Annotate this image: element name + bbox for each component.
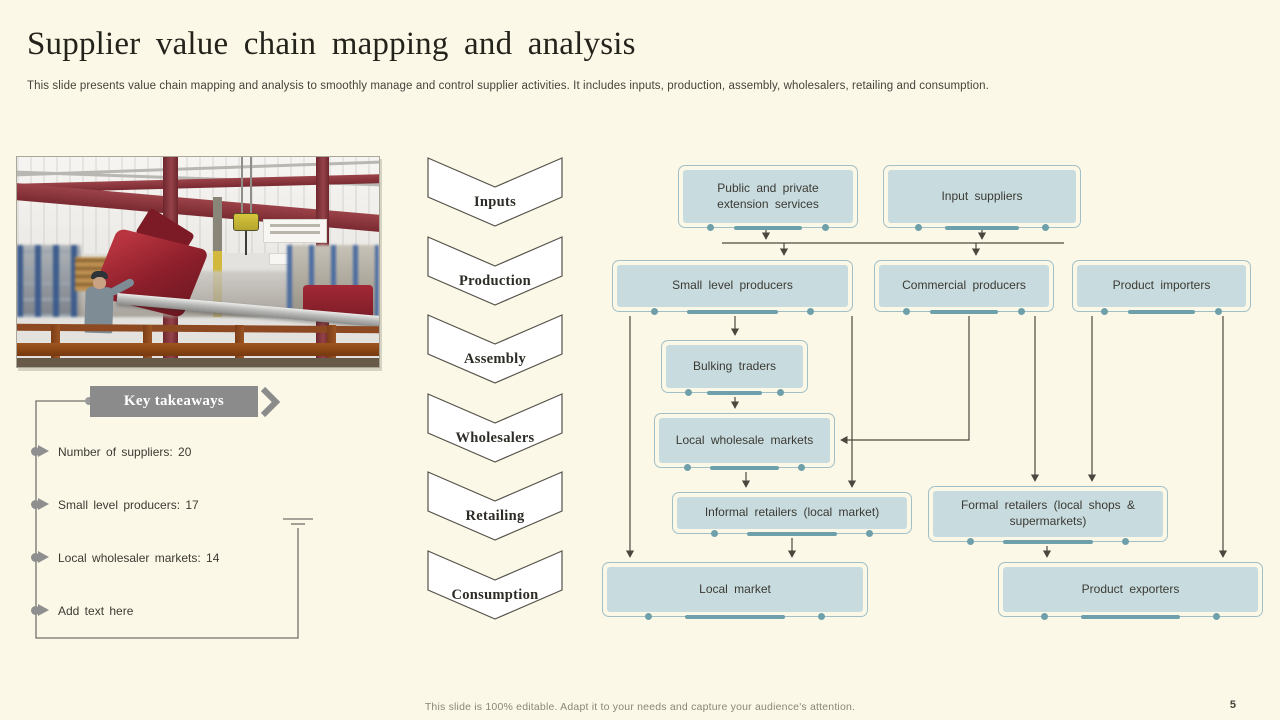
- chevron-shape: [427, 314, 563, 384]
- page-number: 5: [1229, 699, 1236, 711]
- chevron-shape: [427, 471, 563, 541]
- takeaway-item: Local wholesaler markets: 14: [58, 551, 220, 565]
- chevron-shape: [427, 236, 563, 306]
- bullet-arrow-icon: [31, 498, 55, 510]
- stage-label: Wholesalers: [455, 430, 535, 446]
- node-label: Product importers: [1112, 278, 1211, 293]
- stage-retailing: Retailing: [427, 471, 563, 541]
- node-local-wholesale-markets: Local wholesale markets: [654, 413, 835, 471]
- bullet-arrow-icon: [31, 551, 55, 563]
- takeaways-bracket-line: [35, 400, 313, 639]
- chevron-shape: [427, 550, 563, 620]
- node-label: Formal retailers (local shops & supermar…: [960, 498, 1136, 528]
- stage-label: Inputs: [473, 194, 517, 210]
- stage-inputs: Inputs: [427, 157, 563, 227]
- slide-subtitle: This slide presents value chain mapping …: [27, 80, 989, 92]
- stage-assembly: Assembly: [427, 314, 563, 384]
- stage-label: Production: [458, 273, 532, 289]
- stage-wholesalers: Wholesalers: [427, 393, 563, 463]
- node-label: Input suppliers: [941, 188, 1023, 203]
- photo-hoist: [233, 213, 259, 231]
- stage-label: Retailing: [465, 508, 525, 524]
- node-product-importers: Product importers: [1072, 260, 1251, 315]
- node-extension-services: Public and private extension services: [678, 165, 858, 231]
- bullet-arrow-icon: [31, 604, 55, 616]
- node-informal-retailers: Informal retailers (local market): [672, 492, 912, 537]
- node-label: Informal retailers (local market): [704, 505, 880, 520]
- node-label: Local wholesale markets: [675, 432, 814, 447]
- node-label: Commercial producers: [902, 278, 1026, 293]
- node-label: Bulking traders: [692, 358, 777, 373]
- photo-railing: [17, 343, 379, 356]
- chevron-shape: [427, 393, 563, 463]
- takeaway-item: Add text here: [58, 604, 134, 618]
- stage-label: Assembly: [463, 351, 526, 367]
- key-takeaways-banner: Key takeaways: [90, 386, 258, 417]
- footer-note: This slide is 100% editable. Adapt it to…: [424, 701, 856, 713]
- node-label: Local market: [699, 581, 771, 596]
- node-formal-retailers: Formal retailers (local shops & supermar…: [928, 486, 1168, 545]
- takeaway-item: Number of suppliers: 20: [58, 445, 192, 459]
- factory-photo: [16, 156, 380, 368]
- node-small-level-producers: Small level producers: [612, 260, 853, 315]
- node-label: Small level producers: [672, 278, 793, 293]
- photo-sign: [263, 219, 327, 243]
- page-title: Supplier value chain mapping and analysi…: [27, 26, 636, 62]
- bullet-arrow-icon: [31, 445, 55, 457]
- node-commercial-producers: Commercial producers: [874, 260, 1054, 315]
- node-product-exporters: Product exporters: [998, 562, 1263, 620]
- node-local-market: Local market: [602, 562, 868, 620]
- chevron-shape: [427, 157, 563, 227]
- node-label: Product exporters: [1081, 581, 1180, 596]
- node-input-suppliers: Input suppliers: [883, 165, 1081, 231]
- node-label: Public and private extension services: [717, 180, 819, 211]
- stage-production: Production: [427, 236, 563, 306]
- stage-label: Consumption: [451, 587, 539, 603]
- takeaway-item: Small level producers: 17: [58, 498, 199, 512]
- node-bulking-traders: Bulking traders: [661, 340, 808, 396]
- key-takeaways-heading: Key takeaways: [123, 393, 225, 409]
- chevron-right-icon: [260, 387, 281, 417]
- stage-consumption: Consumption: [427, 550, 563, 620]
